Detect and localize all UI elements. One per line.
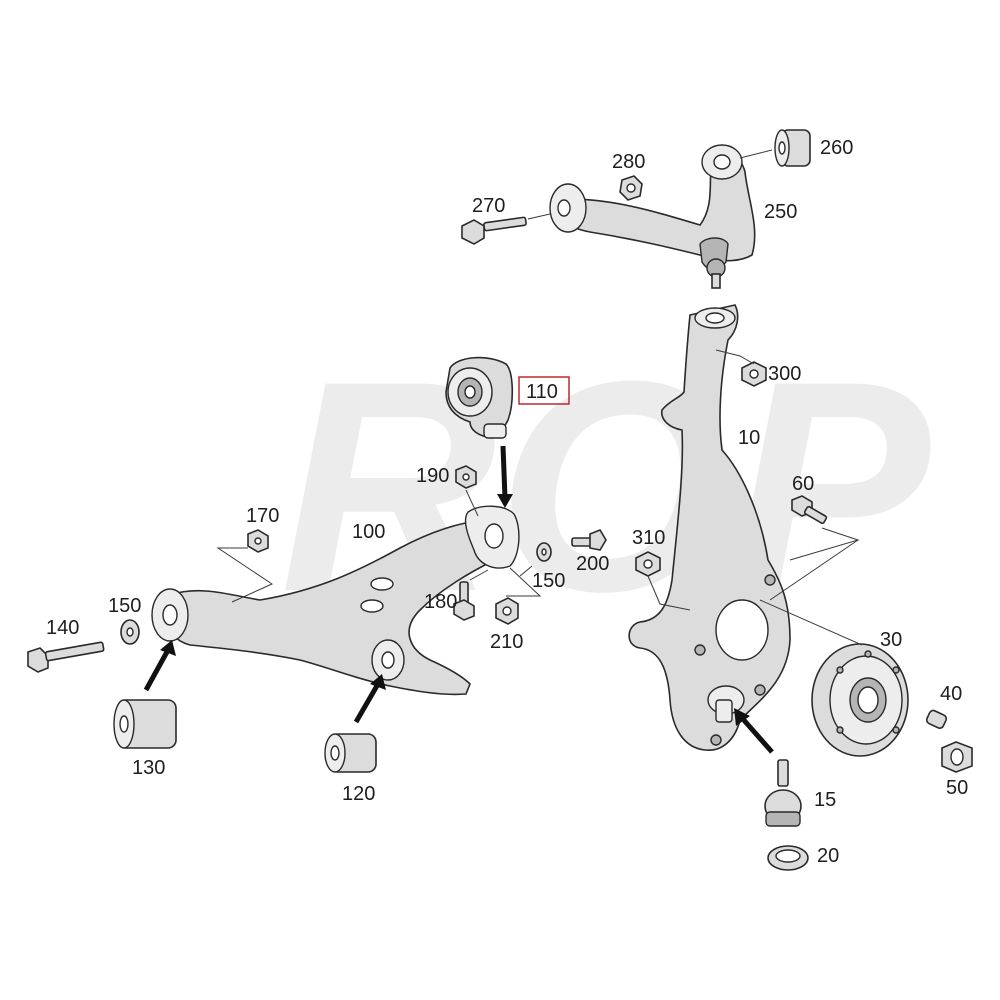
nut-190: [455, 465, 477, 489]
highlight-box-110: [518, 376, 570, 405]
callout-15: 15: [814, 789, 836, 811]
lower-arm-front-bushing-120: [324, 733, 377, 773]
callout-280: 280: [612, 151, 645, 173]
callout-150-left: 150: [108, 595, 141, 617]
axle-nut-50: [941, 741, 973, 773]
lower-ball-joint: [764, 759, 802, 827]
callout-180: 180: [424, 591, 457, 613]
upper-arm-bushing: [774, 129, 811, 167]
callout-300: 300: [768, 363, 801, 385]
callout-labels: 10 15 20 30 40 50 60 100 110 120 130 140…: [46, 137, 968, 867]
bolt-180: [453, 581, 475, 621]
wheel-hub-bearing: [811, 643, 909, 757]
nut-210: [495, 597, 519, 625]
callout-170: 170: [246, 505, 279, 527]
upper-arm-bolt: [461, 216, 527, 245]
lower-arm-bolt-140: [27, 641, 105, 673]
callout-10: 10: [738, 427, 760, 449]
bolt-200: [571, 529, 607, 551]
callout-100: 100: [352, 521, 385, 543]
lower-arm-bushing-130: [113, 699, 177, 749]
callout-190: 190: [416, 465, 449, 487]
callout-110: 110: [526, 381, 558, 403]
callout-40: 40: [940, 683, 962, 705]
lower-control-arm: [151, 505, 520, 696]
callout-140: 140: [46, 617, 79, 639]
callout-30: 30: [880, 629, 902, 651]
hub-spacer-40: [925, 709, 948, 729]
knuckle-bolt-60: [791, 495, 828, 524]
callout-250: 250: [764, 201, 797, 223]
callout-120: 120: [342, 783, 375, 805]
callout-60: 60: [792, 473, 814, 495]
washer-150-right: [536, 542, 552, 562]
nut-170: [247, 529, 269, 553]
callout-210: 210: [490, 631, 523, 653]
callout-270: 270: [472, 195, 505, 217]
assembly-arrows: [143, 445, 774, 754]
callout-130: 130: [132, 757, 165, 779]
callout-20: 20: [817, 845, 839, 867]
knuckle-nut-310: [635, 551, 661, 577]
knuckle-nut-300: [741, 361, 767, 387]
steering-knuckle: [628, 304, 791, 751]
callout-260: 260: [820, 137, 853, 159]
callout-50: 50: [946, 777, 968, 799]
callout-150-right: 150: [532, 570, 565, 592]
upper-control-arm: [549, 144, 756, 289]
callout-310: 310: [632, 527, 665, 549]
upper-arm-nut: [619, 175, 643, 201]
callout-200: 200: [576, 553, 609, 575]
washer-150-left: [120, 619, 140, 645]
ball-joint-ring: [767, 845, 809, 871]
lower-arm-rear-bushing: [445, 356, 514, 439]
